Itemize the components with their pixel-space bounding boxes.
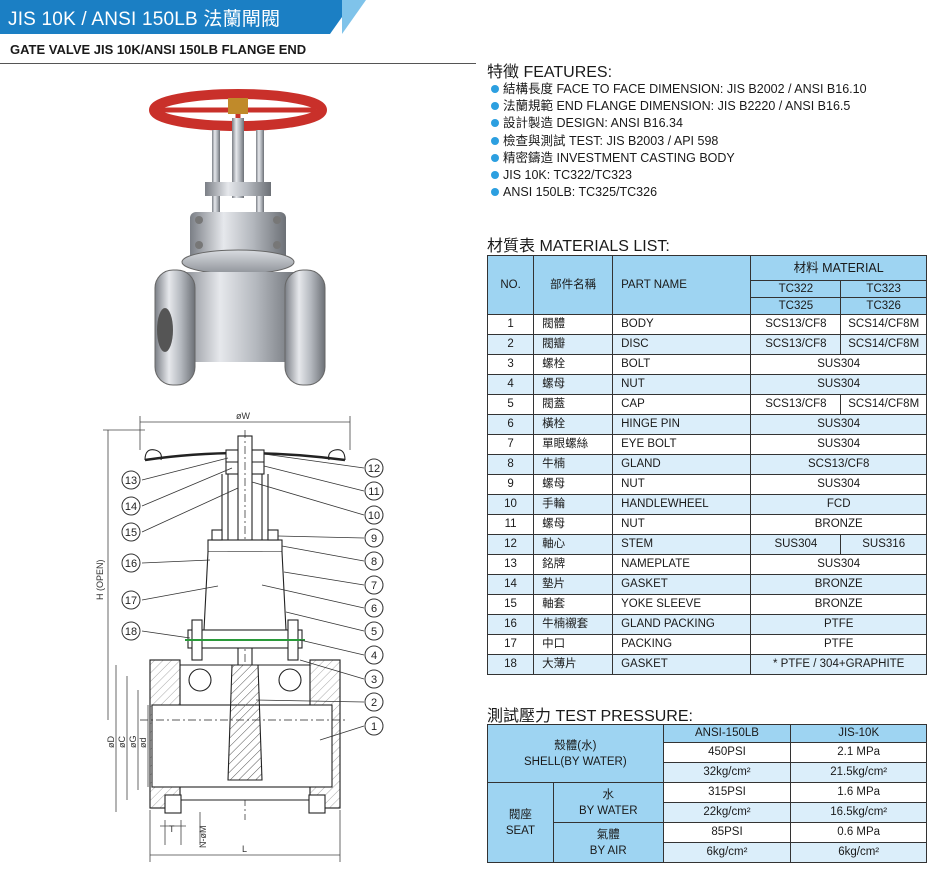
banner-bar <box>0 0 330 34</box>
col-en-header: PART NAME <box>612 255 752 315</box>
pressure-heading: 測試壓力 TEST PRESSURE: <box>487 708 693 725</box>
seat-label: 閥座 SEAT <box>487 782 554 863</box>
callout-10: 10 <box>368 510 380 522</box>
callout-13: 13 <box>125 475 137 487</box>
leader-lines <box>141 453 365 741</box>
bullet-icon <box>491 119 499 128</box>
dimension-labels: øW H (OPEN) øD øC øG ød T N-øM L <box>95 411 250 854</box>
callout-7: 7 <box>371 580 377 592</box>
pressure-table: 殼體(水) SHELL(BY WATER) ANSI-150LB JIS-10K… <box>487 724 927 863</box>
dim-h: H (OPEN) <box>95 559 105 600</box>
dim-d2: ød <box>138 737 148 748</box>
model-tc325: TC325 <box>750 297 842 315</box>
model-tc322: TC322 <box>750 280 842 298</box>
col-cn-header: 部件名稱 <box>533 255 614 315</box>
water-label: 水 BY WATER <box>552 782 664 823</box>
callout-17: 17 <box>125 595 137 607</box>
features-list: 結構長度 FACE TO FACE DIMENSION: JIS B2002 /… <box>491 81 867 201</box>
dim-g: øG <box>128 736 138 749</box>
dim-w: øW <box>236 411 250 421</box>
features-heading: 特徵 FEATURES: <box>487 64 613 81</box>
subtitle-divider <box>0 63 476 64</box>
list-item: 檢查與測試 TEST: JIS B2003 / API 598 <box>491 133 867 150</box>
dim-t: T <box>169 824 175 834</box>
bullet-icon <box>491 136 499 145</box>
materials-heading: 材質表 MATERIALS LIST: <box>487 238 670 255</box>
valve-photo <box>149 89 327 386</box>
dimensions <box>103 416 351 862</box>
shell-label: 殼體(水) SHELL(BY WATER) <box>487 724 664 783</box>
callout-6: 6 <box>371 603 377 615</box>
list-item: JIS 10K: TC322/TC323 <box>491 167 867 184</box>
callout-3: 3 <box>371 674 377 686</box>
callout-14: 14 <box>125 501 137 513</box>
list-item: 結構長度 FACE TO FACE DIMENSION: JIS B2002 /… <box>491 81 867 98</box>
callout-5: 5 <box>371 626 377 638</box>
valve-drawing: 13 14 15 16 17 18 12 11 10 9 8 7 6 5 4 3… <box>95 89 384 862</box>
callout-1: 1 <box>371 721 377 733</box>
bullet-icon <box>491 102 499 111</box>
callout-2: 2 <box>371 697 377 709</box>
callout-15: 15 <box>125 527 137 539</box>
list-item: 精密鑄造 INVESTMENT CASTING BODY <box>491 150 867 167</box>
callout-labels: 13 14 15 16 17 18 12 11 10 9 8 7 6 5 4 3… <box>125 463 380 733</box>
list-item: 法蘭規範 END FLANGE DIMENSION: JIS B2220 / A… <box>491 98 867 115</box>
col-material-header: 材料 MATERIAL <box>750 255 927 281</box>
callout-9: 9 <box>371 533 377 545</box>
bullet-icon <box>491 170 499 179</box>
section-drawing <box>140 430 346 820</box>
bullet-icon <box>491 85 499 93</box>
callout-18: 18 <box>125 626 137 638</box>
banner-triangle-light <box>342 0 366 34</box>
col-ansi-header: ANSI-150LB <box>662 724 792 743</box>
col-jis-header: JIS-10K <box>790 724 927 743</box>
dim-n: N-øM <box>198 826 208 849</box>
page-subtitle: GATE VALVE JIS 10K/ANSI 150LB FLANGE END <box>10 42 307 57</box>
list-item: 設計製造 DESIGN: ANSI B16.34 <box>491 115 867 132</box>
callout-8: 8 <box>371 556 377 568</box>
callout-12: 12 <box>368 463 380 475</box>
page-title: JIS 10K / ANSI 150LB 法蘭閘閥 <box>8 9 281 30</box>
model-tc323: TC323 <box>840 280 927 298</box>
bullet-icon <box>491 188 499 197</box>
model-tc326: TC326 <box>840 297 927 315</box>
dim-c: øC <box>117 736 127 748</box>
col-no-header: NO. <box>486 255 535 315</box>
dim-d: øD <box>106 736 116 748</box>
callouts-right <box>364 458 384 736</box>
callout-16: 16 <box>125 558 137 570</box>
callout-11: 11 <box>368 486 379 498</box>
bullet-icon <box>491 153 499 162</box>
list-item: ANSI 150LB: TC325/TC326 <box>491 184 867 201</box>
callout-4: 4 <box>371 650 377 662</box>
air-label: 氣體 BY AIR <box>552 822 664 863</box>
dim-l: L <box>242 844 247 854</box>
header-banner: JIS 10K / ANSI 150LB 法蘭閘閥 <box>0 0 380 34</box>
callouts-left <box>121 470 141 641</box>
